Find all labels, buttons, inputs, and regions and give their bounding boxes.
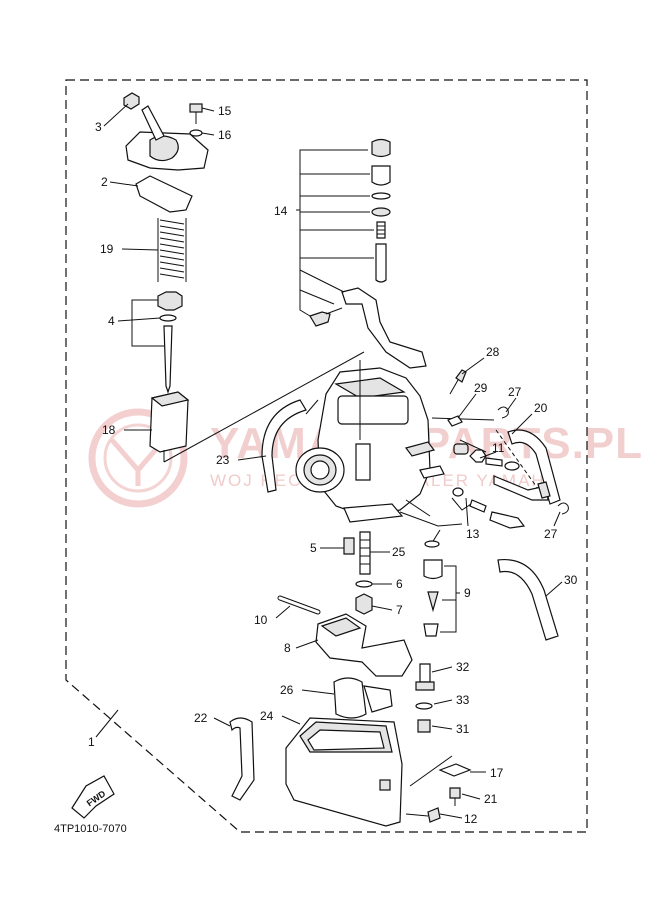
label-4: 4 [108,314,115,328]
label-5: 5 [310,541,317,555]
carb-cap-group [123,92,209,453]
label-8: 8 [284,641,291,655]
label-15: 15 [218,104,232,118]
label-24: 24 [260,709,274,723]
label-13: 13 [466,527,480,541]
label-28: 28 [486,345,500,359]
label-18: 18 [102,423,116,437]
label-7: 7 [396,603,403,617]
label-20: 20 [534,401,548,415]
label-21: 21 [484,792,498,806]
label-16: 16 [218,128,232,142]
drawing-code: 4TP1010-7070 [54,823,127,835]
jet-stack [334,531,373,615]
label-12: 12 [464,812,478,826]
assembly-leaders [163,351,547,787]
carburetor-body [295,367,469,523]
float-group [277,595,413,677]
label-6: 6 [396,577,403,591]
callout-labels: 1 2 3 4 5 6 7 8 9 10 11 12 13 14 15 16 1… [88,104,578,826]
label-19: 19 [100,242,114,256]
label-33: 33 [456,693,470,707]
label-29: 29 [474,381,488,395]
label-22: 22 [194,711,208,725]
label-14: 14 [274,204,288,218]
label-10: 10 [254,613,268,627]
label-2: 2 [101,175,108,189]
float-bowl-group [285,677,403,827]
label-30: 30 [564,573,578,587]
label-1: 1 [88,735,95,749]
fwd-arrow-icon: FWD [71,775,115,819]
label-9: 9 [464,586,471,600]
label-26: 26 [280,683,294,697]
assembly-frame [65,79,588,833]
label-32: 32 [456,660,470,674]
label-17: 17 [490,766,504,780]
label-23: 23 [216,453,230,467]
choke-plunger-group [299,138,427,369]
label-25: 25 [392,545,406,559]
small-parts-right [405,369,569,823]
float-valve-group [423,540,457,637]
label-27-top: 27 [508,385,522,399]
label-11: 11 [492,441,505,455]
label-27-bottom: 27 [544,527,558,541]
label-leaders [95,103,563,819]
label-31: 31 [456,722,470,736]
label-3: 3 [95,120,102,134]
